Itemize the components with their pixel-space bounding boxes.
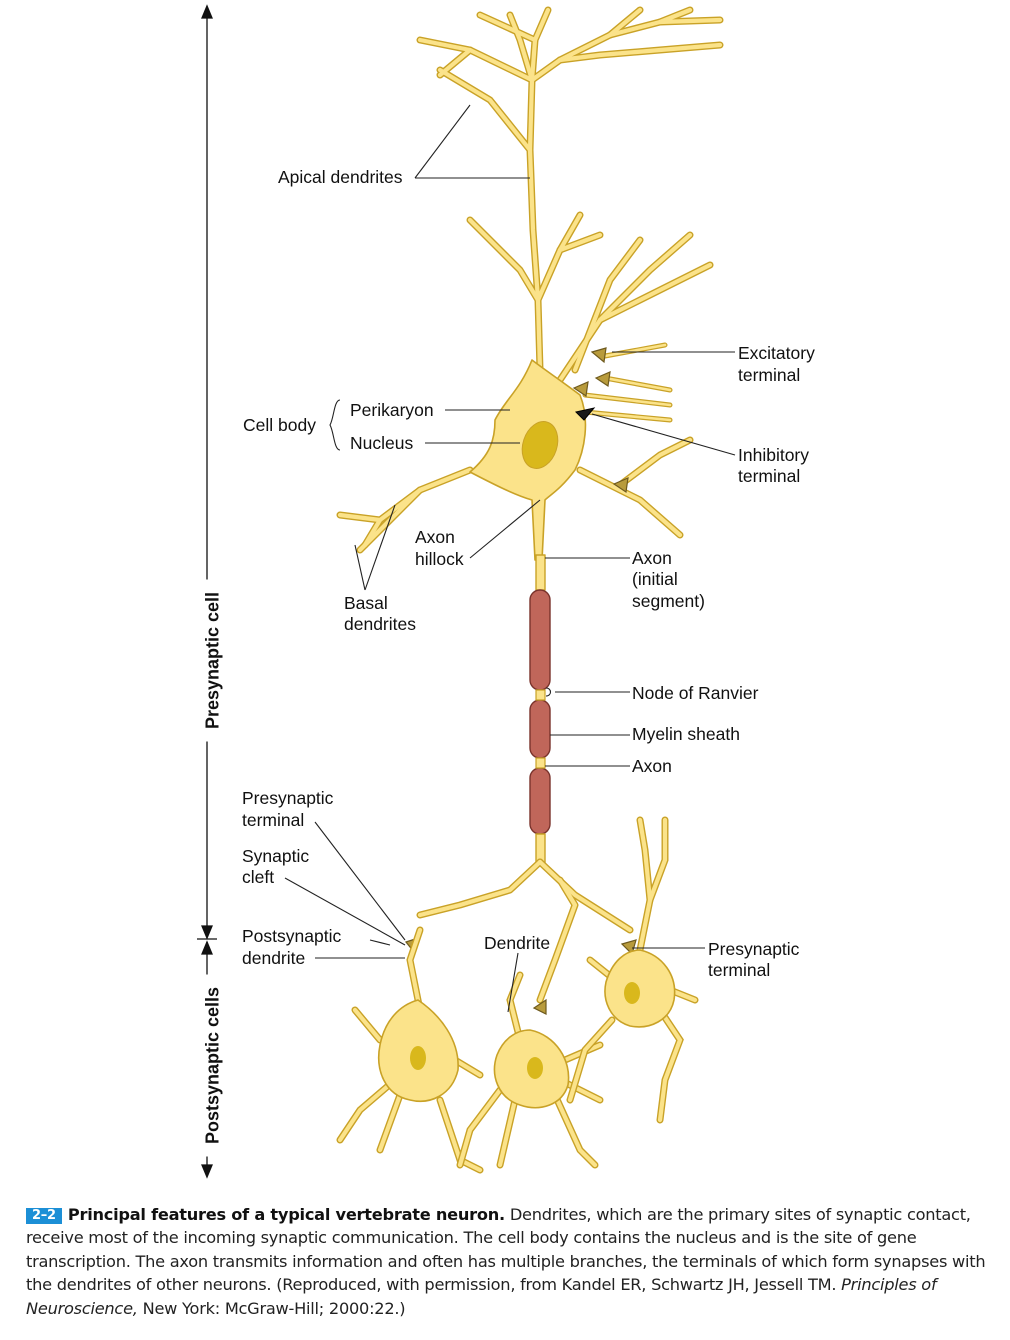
myelin-sheath-3 (529, 767, 551, 835)
figure-caption: 2–2 Principal features of a typical verte… (26, 1203, 994, 1320)
label-postsynaptic-dendrite-2: dendrite (242, 948, 306, 968)
label-axon-initial-1: Axon (632, 548, 672, 568)
label-axon-hillock-2: hillock (415, 549, 464, 569)
label-axon-initial-3: segment) (632, 591, 705, 611)
label-axon-initial-2: (initial (632, 569, 678, 589)
caption-title: Principal features of a typical vertebra… (67, 1205, 505, 1224)
label-presynaptic-terminal-right-2: terminal (708, 960, 771, 980)
label-inhibitory-terminal-2: terminal (738, 466, 801, 486)
label-inhibitory-terminal-1: Inhibitory (738, 445, 810, 465)
label-node-of-ranvier: Node of Ranvier (632, 683, 759, 703)
presynaptic-extent-arrow (197, 4, 217, 940)
postsynaptic-cells-label: Postsynaptic cells (202, 974, 224, 1157)
label-apical-dendrites: Apical dendrites (278, 167, 403, 187)
inhibitory-terminal (575, 407, 596, 421)
nucleus (521, 421, 559, 469)
apical-dendrites (416, 6, 724, 374)
postsynaptic-neuron-right (566, 816, 699, 1124)
label-synaptic-cleft-2: cleft (242, 867, 275, 887)
node-of-ranvier-2 (535, 757, 546, 769)
label-axon: Axon (632, 756, 672, 776)
leader-lines (284, 104, 736, 1013)
caption-citation-end: New York: McGraw-Hill; 2000:22.) (137, 1298, 406, 1318)
axon-initial-segment (535, 554, 546, 591)
label-presynaptic-terminal-left-2: terminal (242, 810, 305, 830)
label-axon-hillock-1: Axon (415, 527, 455, 547)
excitatory-terminals (572, 347, 629, 494)
label-cell-body: Cell body (243, 415, 316, 435)
caption-body: Dendrites, which are the primary sites o… (26, 1205, 986, 1295)
label-basal-dendrites-1: Basal (344, 593, 388, 613)
myelin-sheath-2 (529, 699, 551, 759)
label-postsynaptic-dendrite-1: Postsynaptic (242, 926, 342, 946)
axon-branches-fill (417, 859, 633, 1003)
label-perikaryon: Perikaryon (350, 400, 434, 420)
apical-dendrites-fill (417, 7, 723, 373)
presynaptic-neuron (336, 6, 724, 1004)
label-excitatory-terminal-1: Excitatory (738, 343, 815, 363)
label-basal-dendrites-2: dendrites (344, 614, 416, 634)
label-nucleus: Nucleus (350, 433, 414, 453)
presynaptic-cell-label: Presynaptic cell (202, 579, 224, 742)
label-myelin-sheath: Myelin sheath (632, 724, 740, 744)
label-presynaptic-terminal-left-1: Presynaptic (242, 788, 334, 808)
caption-book-title: Principles of Neuroscience, (26, 1275, 937, 1318)
myelin-sheath-1 (529, 589, 551, 691)
label-presynaptic-terminal-right-1: Presynaptic (708, 939, 800, 959)
label-excitatory-terminal-2: terminal (738, 365, 801, 385)
label-synaptic-cleft-1: Synaptic (242, 846, 310, 866)
postsynaptic-neuron-left (336, 926, 484, 1174)
axon-branches-outline (416, 858, 634, 1004)
figure-number-badge: 2–2 (26, 1208, 62, 1224)
node-of-ranvier-1 (535, 689, 546, 701)
neuron-diagram: Presynaptic cell Postsynaptic cells Apic… (197, 4, 815, 1179)
label-dendrite: Dendrite (484, 933, 551, 953)
